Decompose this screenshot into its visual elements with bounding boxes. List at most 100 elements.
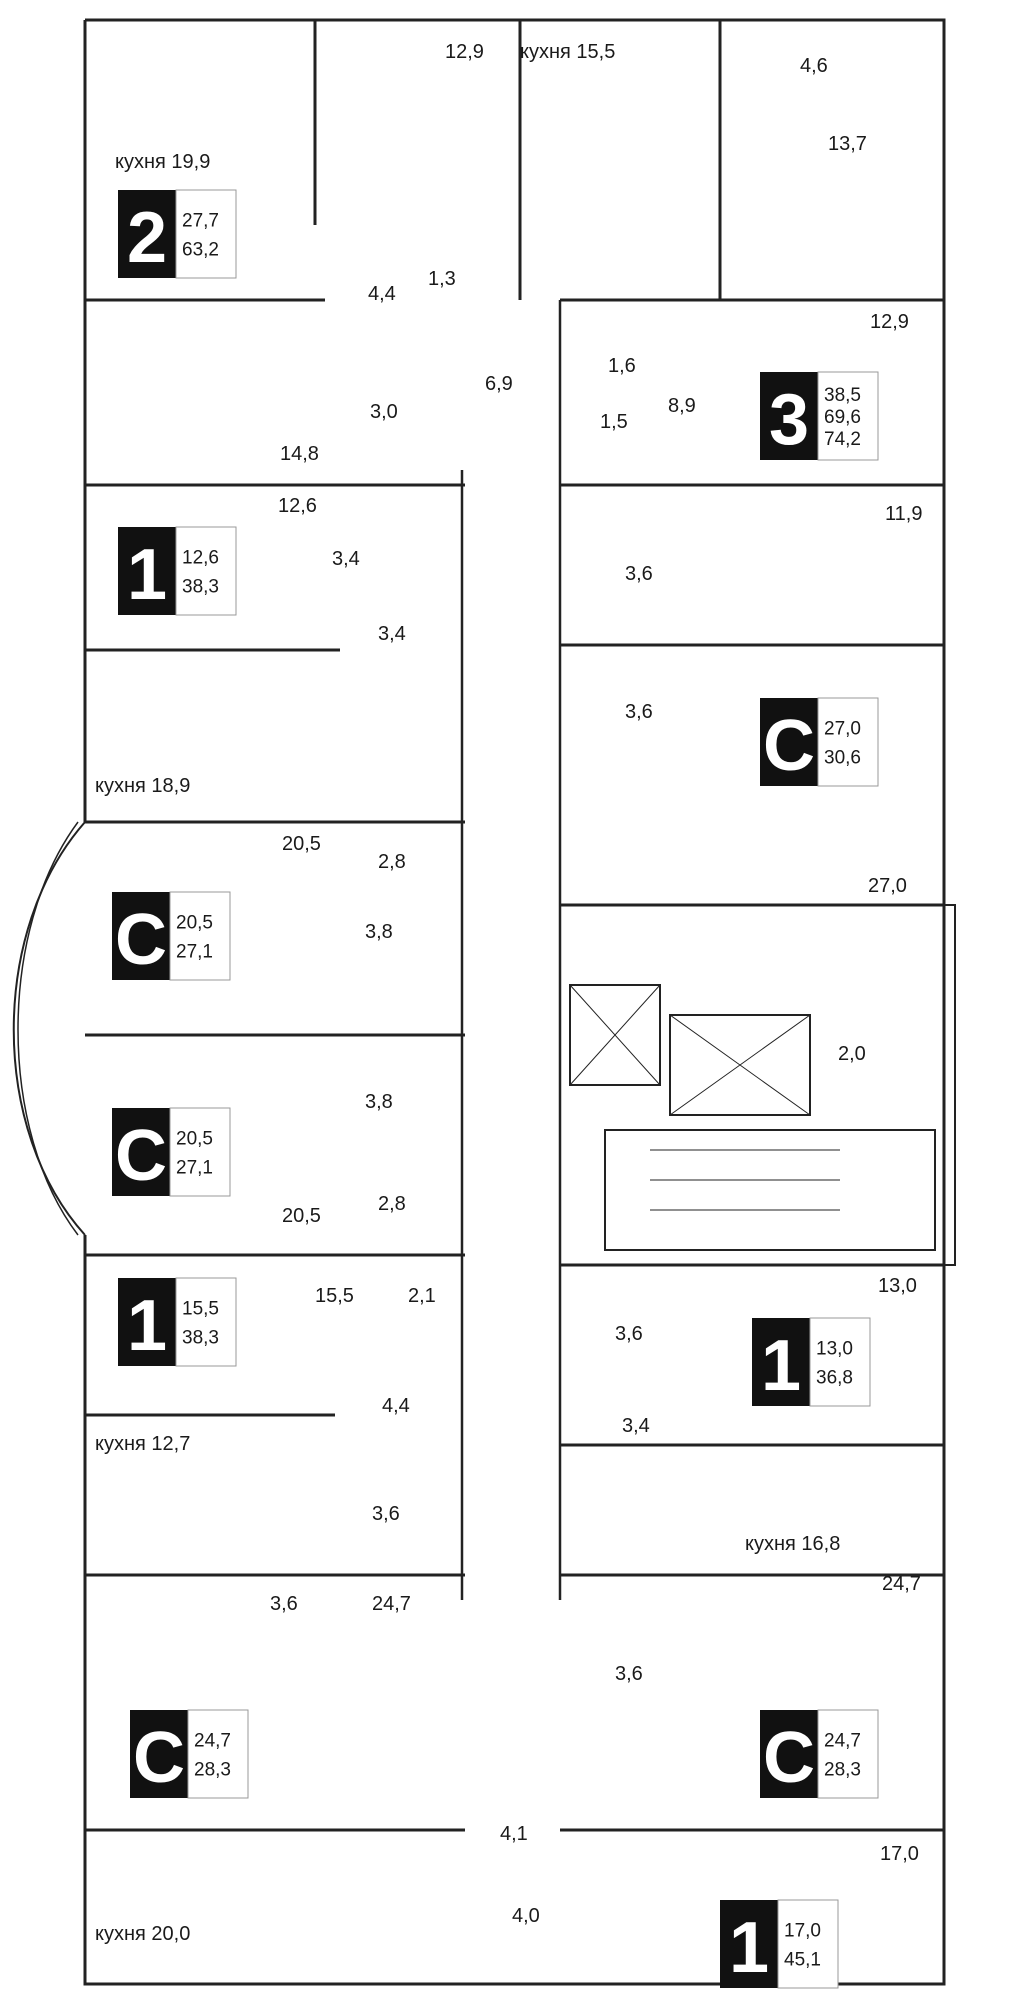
apartment-area-value: 74,2 xyxy=(824,429,861,450)
apartment-type-box xyxy=(112,892,170,980)
room-area-label: кухня 16,8 xyxy=(745,1533,840,1555)
apartment-area-box xyxy=(777,1899,839,1989)
apartment-area-value: 20,5 xyxy=(176,912,213,933)
room-area-label: 3,4 xyxy=(332,548,360,570)
apartment-type-label: 1 xyxy=(127,535,167,615)
room-area-label: 8,9 xyxy=(668,395,696,417)
room-area-label: 4,0 xyxy=(512,1905,540,1927)
apartment-area-value: 27,7 xyxy=(182,210,219,231)
apartment-area-box xyxy=(809,1317,871,1407)
apartment-area-value: 28,3 xyxy=(194,1760,231,1781)
apartment-area-value: 30,6 xyxy=(824,748,861,769)
apartment-area-box xyxy=(169,1107,231,1197)
apartment-area-box xyxy=(175,1277,237,1367)
apartment-area-value: 27,0 xyxy=(824,718,861,739)
room-area-label: 20,5 xyxy=(282,833,321,855)
apartment-type-box xyxy=(760,698,818,786)
apartment-area-value: 38,3 xyxy=(182,577,219,598)
apartment-area-box xyxy=(817,371,879,461)
apartment-type-box xyxy=(760,372,818,460)
apartment-area-value: 36,8 xyxy=(816,1368,853,1389)
room-area-label: 4,1 xyxy=(500,1823,528,1845)
apartment-area-value: 12,6 xyxy=(182,547,219,568)
room-area-label: 3,4 xyxy=(622,1415,650,1437)
apartment-area-box xyxy=(169,891,231,981)
apartment-type-box xyxy=(112,1108,170,1196)
room-area-label: 11,9 xyxy=(885,503,922,525)
apartment-type-box xyxy=(118,190,176,278)
apartment-type-label: 1 xyxy=(761,1326,801,1406)
apartment-type-box xyxy=(752,1318,810,1406)
room-area-label: 3,8 xyxy=(365,1091,393,1113)
room-area-label: 15,5 xyxy=(315,1285,354,1307)
apartment-type-label: 1 xyxy=(729,1908,769,1988)
apartment-area-value: 17,0 xyxy=(784,1920,821,1941)
apartment-area-box xyxy=(175,189,237,279)
apartment-type-label: C xyxy=(763,706,815,786)
room-area-label: 4,6 xyxy=(800,55,828,77)
apartment-badge: 1 13,0 36,8 xyxy=(752,1317,871,1407)
room-area-label: кухня 15,5 xyxy=(520,41,615,63)
apartment-badge: 1 12,6 38,3 xyxy=(118,526,237,616)
apartment-area-value: 20,5 xyxy=(176,1128,213,1149)
apartment-type-label: C xyxy=(133,1718,185,1798)
room-area-label: 20,5 xyxy=(282,1205,321,1227)
room-area-label: 2,8 xyxy=(378,851,406,873)
room-area-label: 3,6 xyxy=(615,1323,643,1345)
apartment-area-value: 45,1 xyxy=(784,1950,821,1971)
room-area-label: 4,4 xyxy=(382,1395,410,1417)
walls xyxy=(12,18,956,1986)
room-area-label: кухня 12,7 xyxy=(95,1433,190,1455)
room-area-label: 1,5 xyxy=(600,411,628,433)
apartment-badge: C 27,0 30,6 xyxy=(760,697,879,787)
apartment-type-box xyxy=(118,1278,176,1366)
room-area-label: 24,7 xyxy=(882,1573,921,1595)
apartment-area-value: 69,6 xyxy=(824,407,861,428)
apartment-badge: 1 17,0 45,1 xyxy=(720,1899,839,1989)
room-area-label: 3,0 xyxy=(370,401,398,423)
room-area-label: 2,1 xyxy=(408,1285,436,1307)
apartment-area-value: 38,3 xyxy=(182,1328,219,1349)
room-area-label: 3,6 xyxy=(615,1663,643,1685)
apartment-area-box xyxy=(817,697,879,787)
apartment-type-label: 1 xyxy=(127,1286,167,1366)
room-area-label: 3,6 xyxy=(270,1593,298,1615)
room-area-label: 12,9 xyxy=(870,311,909,333)
room-area-label: 12,6 xyxy=(278,495,317,517)
apartment-area-box xyxy=(175,526,237,616)
room-area-label: кухня 18,9 xyxy=(95,775,190,797)
room-area-label: 1,3 xyxy=(428,268,456,290)
apartment-area-value: 27,1 xyxy=(176,1158,213,1179)
apartment-type-box xyxy=(130,1710,188,1798)
room-area-label: 12,9 xyxy=(445,41,484,63)
room-area-label: 2,8 xyxy=(378,1193,406,1215)
apartment-badge: 2 27,7 63,2 xyxy=(118,189,237,279)
room-area-label: 1,6 xyxy=(608,355,636,377)
room-area-label: 13,7 xyxy=(828,133,867,155)
apartment-type-label: 2 xyxy=(127,198,167,278)
apartment-type-box xyxy=(720,1900,778,1988)
room-area-label: 13,0 xyxy=(878,1275,917,1297)
apartment-area-value: 38,5 xyxy=(824,385,861,406)
room-area-label: 14,8 xyxy=(280,443,319,465)
apartment-type-box xyxy=(760,1710,818,1798)
apartment-area-value: 13,0 xyxy=(816,1338,853,1359)
room-area-label: 3,6 xyxy=(625,701,653,723)
room-area-label: кухня 19,9 xyxy=(115,151,210,173)
room-area-label: 24,7 xyxy=(372,1593,411,1615)
apartment-area-box xyxy=(817,1709,879,1799)
room-area-label: 27,0 xyxy=(868,875,907,897)
apartment-area-value: 63,2 xyxy=(182,240,219,261)
apartment-area-value: 27,1 xyxy=(176,942,213,963)
apartment-badge: C 20,5 27,1 xyxy=(112,1107,231,1197)
apartment-type-label: C xyxy=(115,1116,167,1196)
room-area-label: 6,9 xyxy=(485,373,513,395)
room-area-label: 3,8 xyxy=(365,921,393,943)
